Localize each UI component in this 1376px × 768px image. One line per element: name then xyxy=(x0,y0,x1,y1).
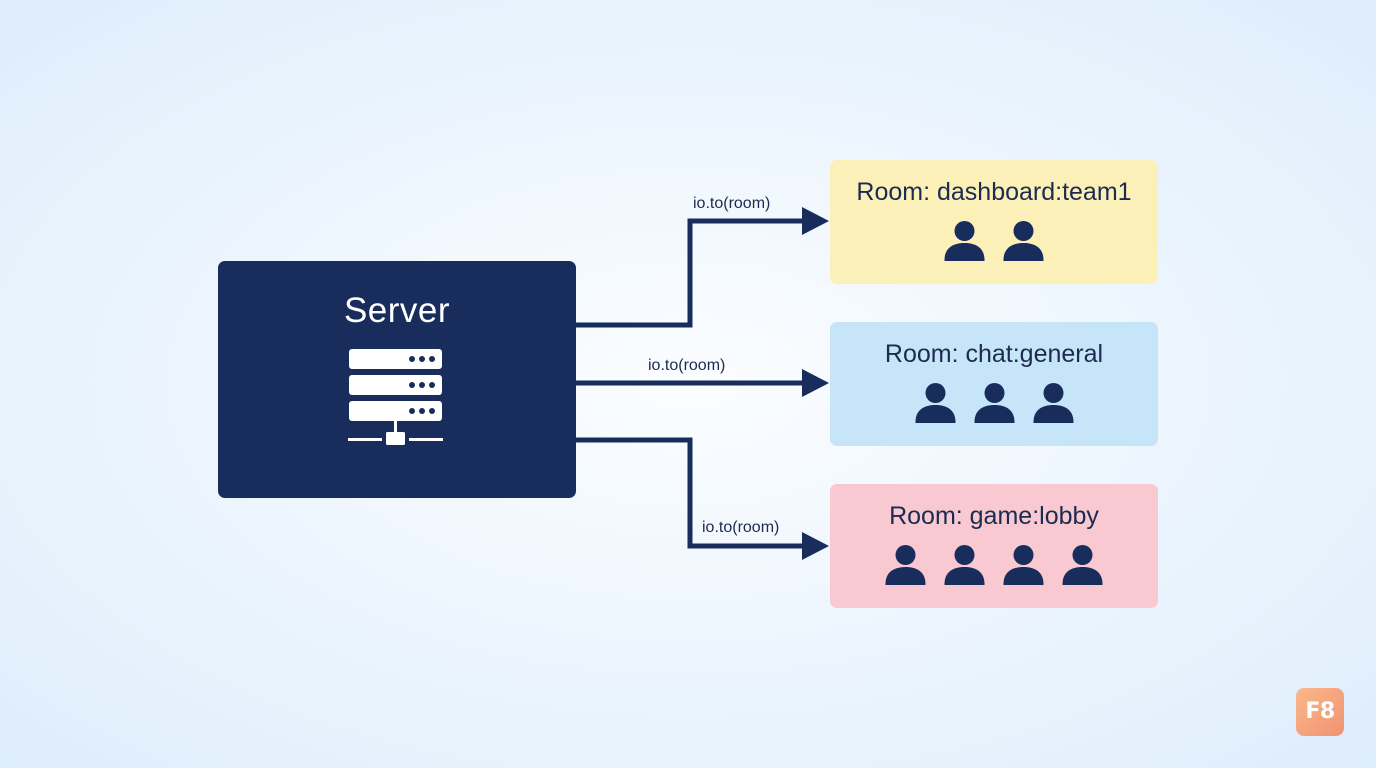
room-game: Room: game:lobby xyxy=(830,484,1158,608)
room-members xyxy=(830,220,1158,262)
room-dashboard: Room: dashboard:team1 xyxy=(830,160,1158,284)
edge-label-game: io.to(room) xyxy=(702,519,780,536)
person-icon xyxy=(944,221,985,261)
edge-label-chat: io.to(room) xyxy=(648,357,726,374)
room-label: Room: chat:general xyxy=(884,340,1104,368)
person-icon xyxy=(1033,383,1073,423)
arrowhead-game xyxy=(802,532,829,560)
room-label: Room: game:lobby xyxy=(889,502,1099,530)
person-icon xyxy=(885,545,926,585)
person-icon xyxy=(1062,545,1103,585)
edge-label-dashboard: io.to(room) xyxy=(693,195,771,212)
server-node: Server xyxy=(218,261,576,498)
arrowhead-chat xyxy=(802,369,829,397)
room-members xyxy=(830,544,1158,586)
room-members xyxy=(830,382,1158,424)
person-icon xyxy=(944,545,985,585)
connector-to-dashboard xyxy=(576,218,804,328)
person-icon xyxy=(1003,221,1044,261)
connector-to-game xyxy=(576,437,804,549)
person-icon xyxy=(915,383,955,423)
f8-logo: F8 xyxy=(1296,688,1344,736)
server-rack-icon xyxy=(348,349,443,445)
room-chat: Room: chat:general xyxy=(830,322,1158,446)
person-icon xyxy=(1003,545,1044,585)
arrowhead-dashboard xyxy=(802,207,829,235)
server-title: Server xyxy=(343,291,451,330)
room-label: Room: dashboard:team1 xyxy=(856,178,1132,206)
person-icon xyxy=(974,383,1014,423)
